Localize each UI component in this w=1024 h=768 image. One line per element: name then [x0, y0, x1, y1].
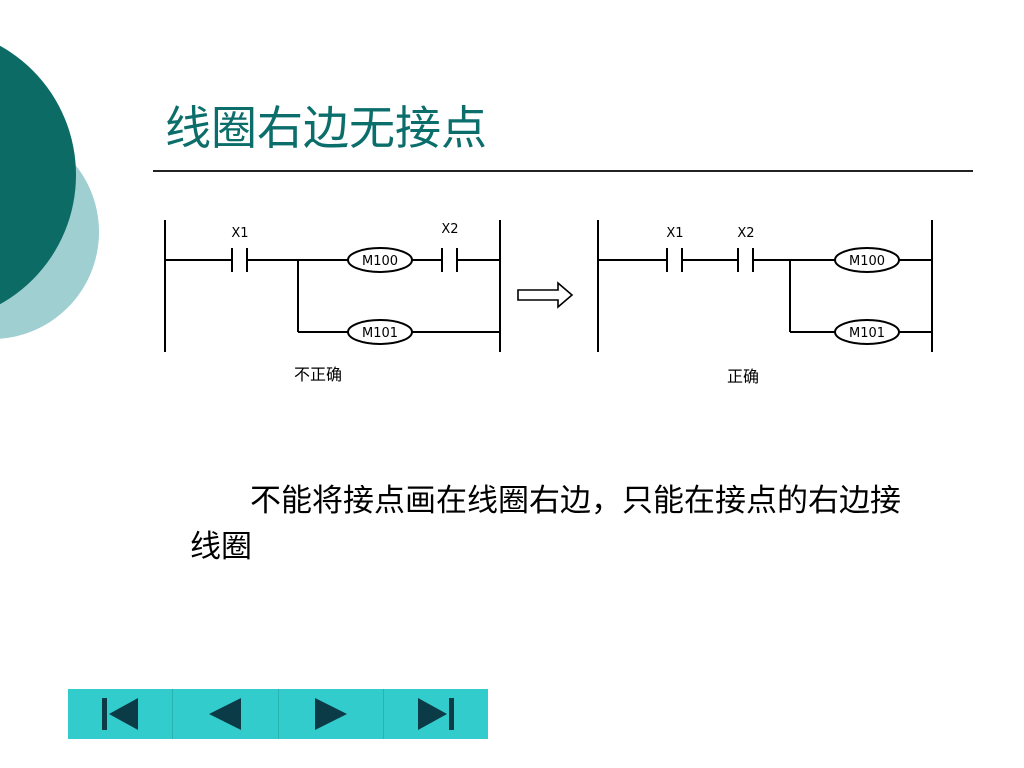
coil-label-m100: M100	[362, 254, 398, 269]
contact-label-x1: X1	[231, 226, 248, 241]
coil-label-m101: M101	[849, 326, 885, 341]
decorative-circles	[0, 45, 99, 339]
last-slide-icon	[417, 698, 454, 730]
slide-body-text: 不能将接点画在线圈右边，只能在接点的右边接线圈	[190, 483, 901, 565]
previous-slide-button[interactable]	[173, 689, 279, 739]
next-slide-button[interactable]	[278, 689, 384, 739]
last-slide-button[interactable]	[383, 689, 488, 739]
right-arrow-icon	[517, 281, 574, 309]
coil-label-m100: M100	[849, 254, 885, 269]
first-slide-button[interactable]	[68, 689, 174, 739]
title-divider	[153, 170, 973, 172]
correct-ladder	[597, 220, 933, 352]
contact-label-x2: X2	[737, 226, 754, 241]
coil-label-m101: M101	[362, 326, 398, 341]
contact-label-x2: X2	[441, 222, 458, 237]
decorative-circle-dark	[0, 45, 76, 305]
next-slide-icon	[314, 698, 347, 730]
wrong-ladder	[164, 220, 501, 352]
caption-correct: 正确	[727, 367, 759, 386]
first-slide-icon	[102, 698, 139, 730]
caption-wrong: 不正确	[294, 365, 342, 384]
ladder-diagram: X1 X2 M100 M101 不正确 X1 X2 M100 M101 正确	[164, 220, 933, 386]
previous-slide-icon	[209, 698, 242, 730]
slide-navigation-bar	[68, 689, 488, 739]
slide-title: 线圈右边无接点	[165, 101, 487, 155]
contact-label-x1: X1	[666, 226, 683, 241]
